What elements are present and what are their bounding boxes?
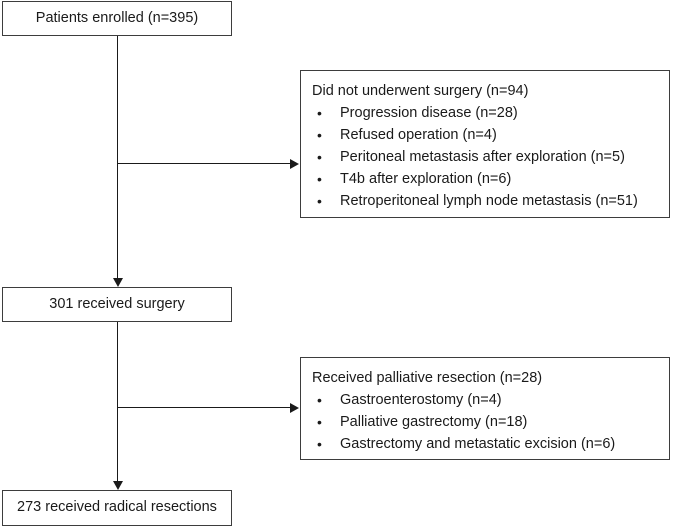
box-received-palliative-resection: Received palliative resection (n=28) • G… (300, 357, 670, 460)
list-item: • Palliative gastrectomy (n=18) (312, 411, 659, 433)
list-item-label: Progression disease (n=28) (340, 105, 518, 121)
node-received-surgery: 301 received surgery (2, 287, 232, 322)
list-item-label: Gastroenterostomy (n=4) (340, 392, 502, 408)
node-patients-enrolled-label: Patients enrolled (n=395) (35, 9, 199, 26)
list-item: • Refused operation (n=4) (312, 124, 659, 146)
list-item: • Gastrectomy and metastatic excision (n… (312, 433, 659, 455)
arrowhead-into-surgery (113, 278, 123, 287)
bullet-icon: • (317, 127, 322, 143)
connector-branch-no-surgery (117, 163, 291, 164)
list-item-label: T4b after exploration (n=6) (340, 171, 512, 187)
list-item: • Progression disease (n=28) (312, 102, 659, 124)
palliative-procedure-list: • Gastroenterostomy (n=4) • Palliative g… (312, 389, 659, 455)
bullet-icon: • (317, 414, 322, 430)
node-received-surgery-label: 301 received surgery (49, 295, 185, 312)
bullet-icon: • (317, 105, 322, 121)
list-item-label: Palliative gastrectomy (n=18) (340, 414, 528, 430)
arrowhead-into-palliative-box (290, 403, 299, 413)
box-did-not-underwent-surgery: Did not underwent surgery (n=94) • Progr… (300, 70, 670, 218)
list-item: • T4b after exploration (n=6) (312, 168, 659, 190)
no-surgery-reason-list: • Progression disease (n=28) • Refused o… (312, 102, 659, 212)
node-radical-resections: 273 received radical resections (2, 490, 232, 526)
node-patients-enrolled: Patients enrolled (n=395) (2, 1, 232, 36)
list-item-label: Retroperitoneal lymph node metastasis (n… (340, 193, 638, 209)
list-item: • Retroperitoneal lymph node metastasis … (312, 190, 659, 212)
bullet-icon: • (317, 392, 322, 408)
node-radical-resections-label: 273 received radical resections (17, 499, 217, 516)
bullet-icon: • (317, 193, 322, 209)
connector-enrolled-to-surgery (117, 36, 118, 279)
bullet-icon: • (317, 436, 322, 452)
palliative-title: Received palliative resection (n=28) (312, 370, 543, 386)
connector-surgery-to-radical (117, 322, 118, 482)
arrowhead-into-radical (113, 481, 123, 490)
list-item-label: Refused operation (n=4) (340, 127, 497, 143)
connector-branch-palliative (117, 407, 291, 408)
bullet-icon: • (317, 171, 322, 187)
list-item-label: Peritoneal metastasis after exploration … (340, 149, 625, 165)
list-item: • Peritoneal metastasis after exploratio… (312, 146, 659, 168)
arrowhead-into-no-surgery-box (290, 159, 299, 169)
no-surgery-title: Did not underwent surgery (n=94) (312, 83, 529, 99)
list-item: • Gastroenterostomy (n=4) (312, 389, 659, 411)
bullet-icon: • (317, 149, 322, 165)
list-item-label: Gastrectomy and metastatic excision (n=6… (340, 436, 616, 452)
